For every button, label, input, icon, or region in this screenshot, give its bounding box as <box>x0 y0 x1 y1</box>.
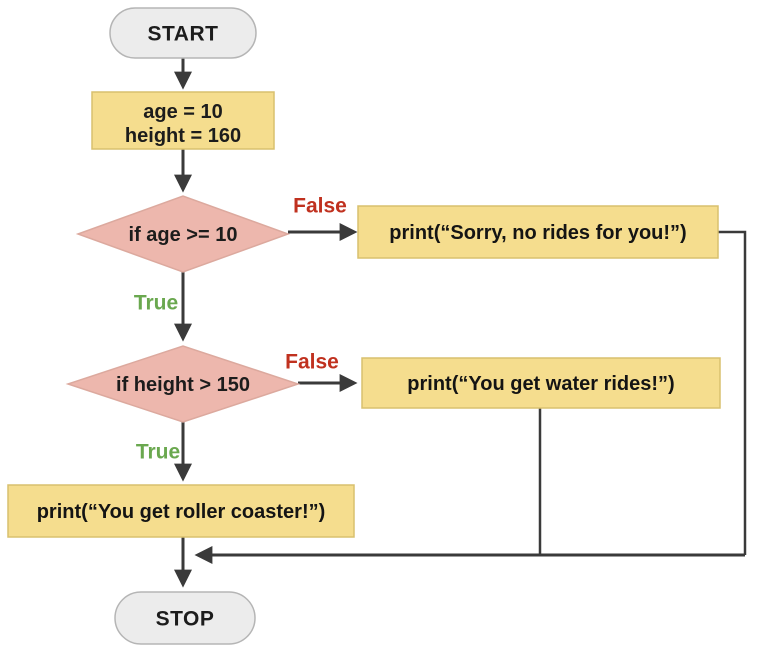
height-true-label: True <box>136 441 180 464</box>
stop-node <box>114 591 256 645</box>
age-true-label: True <box>134 292 178 315</box>
decision-height-diamond <box>65 345 301 423</box>
init-line-height: height = 160 <box>125 125 241 147</box>
start-node <box>109 7 257 59</box>
decision-age-diamond <box>75 195 291 273</box>
decision-height-label: if height > 150 <box>116 374 250 396</box>
decision-age-label: if age >= 10 <box>129 224 238 246</box>
height-false-label: False <box>285 351 339 374</box>
init-process-box <box>91 91 275 150</box>
start-node-label: START <box>148 23 219 46</box>
water-rides-process-box <box>361 357 721 409</box>
edge-no-rides-return <box>718 230 747 555</box>
no-rides-label: print(“Sorry, no rides for you!”) <box>389 222 686 244</box>
no-rides-process-box <box>357 205 719 259</box>
water-rides-label: print(“You get water rides!”) <box>407 373 674 395</box>
stop-node-label: STOP <box>156 608 215 631</box>
age-false-label: False <box>293 195 347 218</box>
roller-coaster-label: print(“You get roller coaster!”) <box>37 501 326 523</box>
init-line-age: age = 10 <box>143 101 223 123</box>
roller-coaster-process-box <box>7 484 355 538</box>
